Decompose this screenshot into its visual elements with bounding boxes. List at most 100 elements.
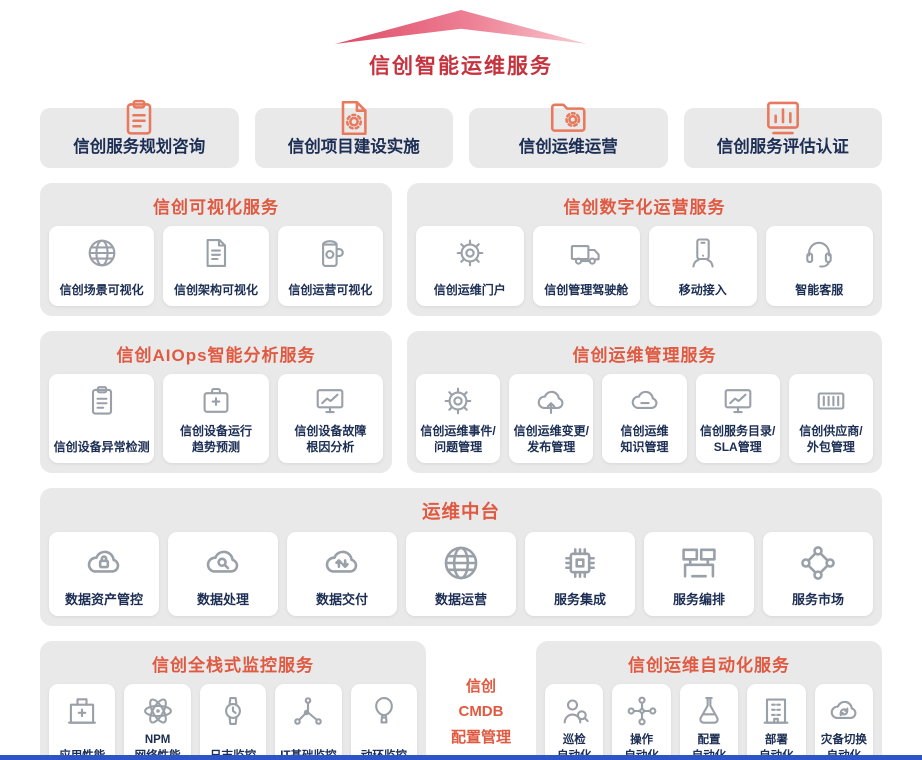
service-item: 信创运营可视化 bbox=[277, 226, 383, 306]
service-item: 信创管理驾驶舱 bbox=[532, 226, 640, 306]
service-item-label: 动环监控 bbox=[361, 749, 407, 760]
panel-aiops: 信创AIOps智能分析服务 信创设备异常检测 信创设备运行 趋势预测 信创设备故… bbox=[40, 331, 392, 474]
service-item-label: 数据处理 bbox=[196, 591, 249, 607]
service-item: 数据运营 bbox=[406, 532, 516, 617]
panel-ops-mgmt: 信创运维管理服务 信创运维事件/ 问题管理 信创运维变更/ 发布管理 信创运维 … bbox=[407, 331, 882, 474]
medkit-icon bbox=[198, 383, 234, 419]
building-icon bbox=[758, 693, 794, 729]
service-item: 智能客服 bbox=[765, 226, 873, 306]
service-item: IT基础监控 bbox=[275, 684, 342, 760]
service-item: 动环监控 bbox=[350, 684, 418, 760]
service-item: 巡检 自动化 bbox=[545, 684, 604, 760]
globe-icon bbox=[439, 541, 483, 585]
hero: 信创智能运维服务 bbox=[40, 10, 882, 80]
service-item-label: 信创管理驾驶舱 bbox=[544, 282, 629, 297]
network-icon bbox=[796, 541, 840, 585]
service-item-label: 信创设备故障 根因分析 bbox=[294, 424, 367, 455]
gear-icon bbox=[452, 235, 488, 271]
service-item: NPM 网络性能 bbox=[124, 684, 191, 760]
top-service-label: 信创服务规划咨询 bbox=[73, 138, 206, 156]
service-item: 部署 自动化 bbox=[747, 684, 806, 760]
service-item-label: 信创运维门户 bbox=[433, 282, 506, 297]
row-aiops-opsmgmt: 信创AIOps智能分析服务 信创设备异常检测 信创设备运行 趋势预测 信创设备故… bbox=[40, 331, 882, 474]
up-arrow-icon bbox=[335, 10, 587, 44]
top-service-card: 信创服务评估认证 bbox=[683, 101, 882, 168]
service-item-label: 信创运维事件/ 问题管理 bbox=[420, 424, 496, 455]
cloud-sync-icon bbox=[826, 693, 862, 729]
person-pin-icon bbox=[556, 693, 592, 729]
clipboard-icon bbox=[84, 383, 120, 419]
flask-icon bbox=[691, 693, 727, 729]
service-item: 信创服务目录/ SLA管理 bbox=[695, 374, 780, 464]
workstation-icon bbox=[677, 541, 721, 585]
service-item-label: 信创设备运行 趋势预测 bbox=[179, 424, 252, 455]
headset-icon bbox=[801, 235, 837, 271]
service-item: 服务集成 bbox=[525, 532, 635, 617]
service-item-label: 数据运营 bbox=[434, 591, 487, 607]
service-item-label: 移动接入 bbox=[678, 282, 727, 297]
clipboard-icon bbox=[117, 96, 161, 140]
footer-bar bbox=[0, 755, 922, 760]
service-item-label: 服务市场 bbox=[791, 591, 844, 607]
service-item: 移动接入 bbox=[649, 226, 757, 306]
cloud-lock-icon bbox=[82, 541, 126, 585]
folder-gear-icon bbox=[546, 96, 590, 140]
service-item-label: 智能客服 bbox=[795, 282, 844, 297]
panel-items: 应用性能 NPM 网络性能 日志监控 IT基础监控 动环监控 bbox=[49, 684, 418, 760]
service-item-label: 配置 自动化 bbox=[692, 734, 727, 760]
document-icon bbox=[198, 235, 234, 271]
service-item-label: 操作 自动化 bbox=[624, 734, 659, 760]
row-middle-platform: 运维中台 数据资产管控 数据处理 数据交付 数据运营 bbox=[40, 488, 882, 627]
service-item-label: NPM 网络性能 bbox=[135, 734, 181, 760]
document-gear-icon bbox=[332, 96, 376, 140]
panel-middle-platform: 运维中台 数据资产管控 数据处理 数据交付 数据运营 bbox=[40, 488, 882, 627]
cloud-icon bbox=[627, 383, 663, 419]
panel-title: 信创运维自动化服务 bbox=[628, 656, 790, 676]
nodes-icon bbox=[624, 693, 660, 729]
service-item-label: 数据资产管控 bbox=[64, 591, 143, 607]
top-services-row: 信创服务规划咨询 信创项目建设实施 信创运维运营 信创服务评估认证 bbox=[40, 99, 882, 168]
panel-items: 信创设备异常检测 信创设备运行 趋势预测 信创设备故障 根因分析 bbox=[49, 374, 383, 464]
panel-items: 信创场景可视化 信创架构可视化 信创运营可视化 bbox=[49, 226, 383, 306]
service-item: 信创运维门户 bbox=[416, 226, 524, 306]
service-item: 信创设备运行 趋势预测 bbox=[163, 374, 269, 464]
panel-title: 信创全栈式监控服务 bbox=[152, 656, 314, 676]
service-item: 信创设备故障 根因分析 bbox=[277, 374, 383, 464]
service-item-label: 信创运营可视化 bbox=[288, 282, 373, 297]
panel-title: 运维中台 bbox=[421, 501, 500, 523]
service-item-label: 信创供应商/ 外包管理 bbox=[799, 424, 863, 455]
service-item-label: IT基础监控 bbox=[280, 749, 336, 760]
service-item: 操作 自动化 bbox=[612, 684, 671, 760]
page-title: 信创智能运维服务 bbox=[369, 55, 553, 78]
watch-icon bbox=[215, 693, 251, 729]
panel-visualization: 信创可视化服务 信创场景可视化 信创架构可视化 信创运营可视化 bbox=[40, 183, 392, 316]
service-item-label: 信创运维 知识管理 bbox=[620, 424, 669, 455]
mug-gear-icon bbox=[312, 235, 348, 271]
cloud-search-icon bbox=[201, 541, 245, 585]
panel-items: 巡检 自动化 操作 自动化 配置 自动化 部署 自动化 灾备切换 自动化 bbox=[545, 684, 874, 760]
balloon-icon bbox=[366, 693, 402, 729]
panel-title: 信创AIOps智能分析服务 bbox=[116, 346, 316, 365]
service-item: 信创架构可视化 bbox=[163, 226, 269, 306]
service-item-label: 应用性能 bbox=[59, 749, 105, 760]
service-item: 灾备切换 自动化 bbox=[814, 684, 874, 760]
top-service-label: 信创服务评估认证 bbox=[716, 138, 849, 156]
row-visualization-digital: 信创可视化服务 信创场景可视化 信创架构可视化 信创运营可视化 信创数字化运营服… bbox=[40, 183, 882, 316]
circuit-icon bbox=[290, 693, 326, 729]
service-item-label: 日志监控 bbox=[210, 749, 256, 760]
mobile-icon bbox=[685, 235, 721, 271]
top-service-card: 信创运维运营 bbox=[469, 103, 668, 168]
service-item: 信创运维 知识管理 bbox=[602, 374, 687, 464]
service-item-label: 服务编排 bbox=[672, 591, 725, 607]
service-item: 应用性能 bbox=[49, 684, 116, 760]
service-item: 信创供应商/ 外包管理 bbox=[788, 374, 874, 464]
service-item-label: 信创架构可视化 bbox=[173, 282, 258, 297]
service-item: 服务市场 bbox=[763, 532, 873, 617]
truck-icon bbox=[568, 235, 604, 271]
globe-icon bbox=[84, 235, 120, 271]
panel-items: 信创运维门户 信创管理驾驶舱 移动接入 智能客服 bbox=[416, 226, 873, 306]
service-item: 数据资产管控 bbox=[49, 532, 159, 617]
panel-title: 信创数字化运营服务 bbox=[563, 198, 726, 217]
top-service-card: 信创服务规划咨询 bbox=[40, 99, 239, 168]
